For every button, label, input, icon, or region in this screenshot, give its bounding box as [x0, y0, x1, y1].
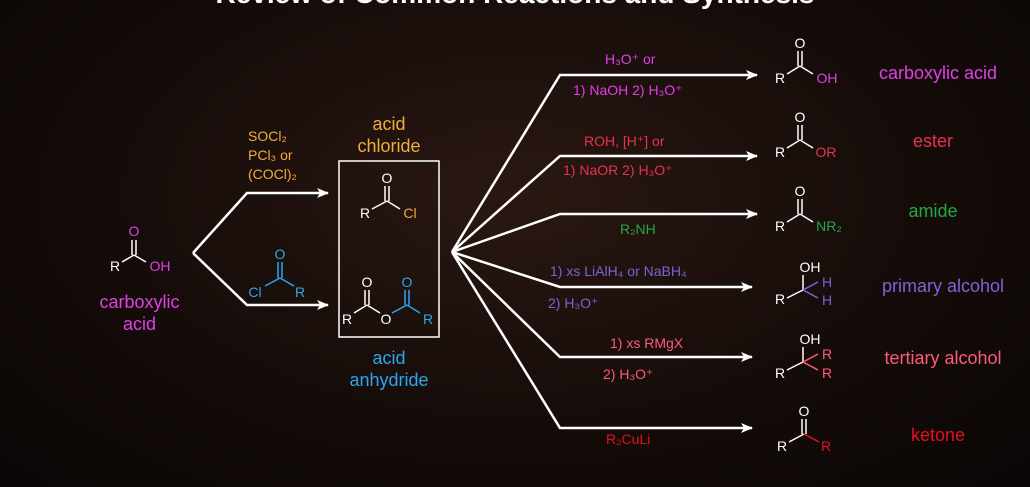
page-title: Review of Common Reactions and Synthesis — [0, 0, 1030, 10]
atom-oh: OH — [800, 331, 821, 347]
atom-o: O — [275, 246, 286, 262]
atom-r: R — [775, 291, 785, 307]
arrow-reaction-3 — [451, 209, 758, 254]
atom-r: R — [775, 365, 785, 381]
atom-o: O — [382, 170, 393, 186]
reaction-arrows — [450, 70, 758, 433]
arrow-reaction-5 — [451, 251, 753, 362]
condition-below-1: 1) NaOH 2) H₃O⁺ — [573, 82, 683, 98]
structure-reagent-acyl-chloride: Cl O R — [248, 246, 305, 300]
arrow-reaction-4 — [451, 250, 753, 292]
atom-o: O — [799, 403, 810, 419]
product-label-ketone: ketone — [910, 425, 966, 445]
reagent-line: (COCl)₂ — [248, 166, 297, 182]
atom-o: O — [362, 274, 373, 290]
branch-arrows — [192, 188, 329, 310]
label-acid-anhydride: acid anhydride — [329, 347, 449, 391]
condition-above-4: 1) xs LiAlH₄ or NaBH₄ — [550, 263, 687, 279]
atom-h: H — [822, 274, 832, 290]
atom-oh: OH — [817, 70, 838, 86]
atom-o: O — [795, 109, 806, 125]
product-label-tertiary-alcohol: tertiary alcohol — [884, 348, 1002, 368]
atom-r: R — [777, 438, 787, 454]
structure-product-primary-alcohol: R OH H H — [775, 259, 832, 308]
atom-o-bridge: O — [381, 311, 392, 327]
atom-r: R — [822, 346, 832, 362]
structure-product-amide: R O NR₂ — [775, 183, 842, 234]
structure-product-tertiary-alcohol: R OH R R — [775, 331, 832, 381]
reactant-box — [338, 160, 440, 338]
atom-r: R — [822, 365, 832, 381]
label-line: acid — [372, 114, 406, 134]
reagent-line: PCl₃ or — [248, 147, 293, 163]
structure-product-ketone: R O R — [777, 403, 831, 454]
atom-o: O — [795, 35, 806, 51]
product-label-amide: amide — [908, 201, 958, 221]
label-line: acid — [122, 314, 157, 334]
label-carboxylic-acid-start: carboxylic acid — [82, 291, 197, 335]
reagents-to-chloride: SOCl₂ PCl₃ or (COCl)₂ — [248, 127, 297, 184]
condition-below-4: 2) H₃O⁺ — [548, 295, 599, 311]
label-line: anhydride — [349, 370, 429, 390]
label-acid-chloride: acid chloride — [339, 113, 439, 157]
atom-h: H — [822, 292, 832, 308]
atom-r: R — [775, 218, 785, 234]
label-line: chloride — [357, 136, 421, 156]
arrow-reaction-2 — [451, 151, 758, 253]
atom-r: R — [110, 258, 120, 274]
condition-above-5: 1) xs RMgX — [610, 335, 684, 351]
atom-nr2: NR₂ — [816, 218, 842, 234]
atom-oh: OH — [150, 258, 171, 274]
arrow-to-chloride — [192, 188, 329, 254]
atom-r: R — [295, 284, 305, 300]
atom-cl: Cl — [403, 205, 416, 221]
atom-r: R — [342, 311, 352, 327]
atom-r: R — [775, 144, 785, 160]
arrow-reaction-1 — [450, 70, 758, 253]
product-label-primary-alcohol: primary alcohol — [881, 276, 1005, 296]
product-label-carboxylic-acid: carboxylic acid — [878, 63, 998, 83]
condition-below-3: R₂NH — [620, 221, 656, 237]
structure-acid-anhydride: R O O O R — [342, 274, 433, 327]
atom-r: R — [775, 70, 785, 86]
structure-carboxylic-acid-start: R O OH — [110, 223, 171, 274]
condition-below-5: 2) H₃O⁺ — [603, 366, 654, 382]
arrow-reaction-6 — [450, 251, 753, 433]
atom-r: R — [423, 311, 433, 327]
condition-below-2: 1) NaOR 2) H₃O⁺ — [563, 162, 673, 178]
atom-o: O — [795, 183, 806, 199]
atom-cl: Cl — [248, 284, 261, 300]
condition-below-6: R₂CuLi — [606, 431, 651, 447]
structure-acid-chloride: R O Cl — [360, 170, 417, 221]
atom-oh: OH — [800, 259, 821, 275]
atom-r: R — [360, 205, 370, 221]
condition-above-2: ROH, [H⁺] or — [584, 133, 665, 149]
arrow-to-anhydride — [192, 252, 329, 310]
label-line: carboxylic — [99, 292, 180, 312]
atom-o: O — [402, 274, 413, 290]
reagent-line: SOCl₂ — [248, 128, 287, 144]
condition-above-1: H₃O⁺ or — [605, 51, 656, 67]
atom-o: O — [129, 223, 140, 239]
product-label-ester: ester — [912, 131, 954, 151]
atom-r: R — [821, 438, 831, 454]
structure-product-carboxylic-acid: R O OH — [775, 35, 838, 86]
structure-product-ester: R O OR — [775, 109, 837, 160]
atom-or: OR — [816, 144, 837, 160]
label-line: acid — [372, 348, 406, 368]
